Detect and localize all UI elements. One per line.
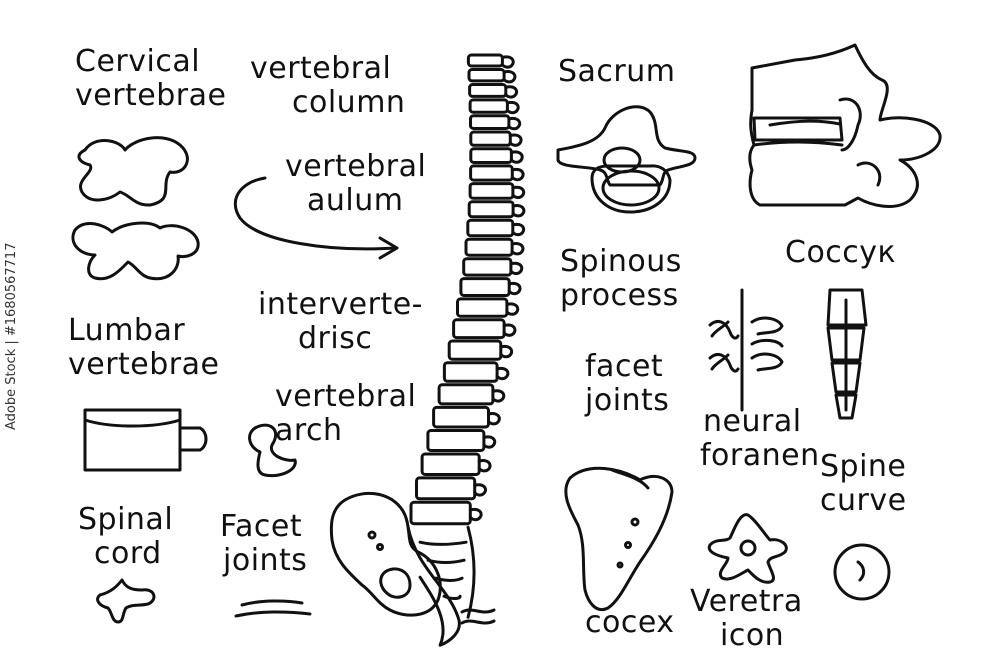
hip-bone-icon	[329, 491, 442, 617]
spinous-process-bump	[507, 116, 522, 131]
spinous-process-bump	[509, 261, 524, 276]
vertebra-segment	[468, 182, 515, 200]
curved-arrow-head	[378, 236, 399, 260]
vertebra-segment	[469, 130, 512, 147]
vertebra-segment	[447, 339, 503, 361]
vertebra-segment	[437, 383, 495, 406]
spinous-process-bump	[505, 100, 520, 115]
vertebra-segment	[464, 237, 514, 257]
ground-tilde-2	[460, 619, 496, 625]
vertebra-segment	[466, 218, 515, 238]
vertebra-segment	[468, 83, 508, 98]
vertebral-column-spine	[406, 53, 526, 647]
vertebra-segment	[459, 277, 511, 298]
vertebra-segment	[467, 200, 515, 219]
sacral-ridge	[434, 576, 464, 582]
spinal-cord-icon	[96, 578, 156, 624]
spinous-process-bump	[491, 389, 506, 403]
spinous-process-bump	[504, 85, 519, 99]
spinous-process-bump	[502, 323, 517, 337]
sacral-ridge	[442, 594, 462, 600]
spinous-process-bump	[508, 133, 523, 147]
vertebral-arch-icon	[248, 423, 297, 478]
spinous-process-bump	[510, 242, 525, 256]
vertebra-segment	[466, 53, 504, 68]
spinous-process-bump	[487, 412, 501, 426]
stock-watermark: Adobe Stock | #1680567717	[4, 242, 19, 430]
label-coccyx: Соссук	[785, 235, 897, 270]
cervical-vertebra-icon-1	[77, 136, 189, 207]
coccyx-icon	[826, 288, 868, 420]
facet-underline-2	[234, 610, 312, 618]
vertebra-segment	[426, 429, 486, 452]
vertebra-segment	[469, 147, 513, 165]
spinous-process-bump	[473, 483, 487, 497]
spinous-process-bump	[505, 302, 520, 316]
label-sacrum: Sacrum	[558, 54, 676, 89]
vertebra-segment	[452, 318, 506, 340]
spinous-process-bump	[511, 222, 526, 237]
spinous-process-bump	[507, 281, 522, 296]
ground-tilde-1	[460, 608, 496, 614]
vertebra-segment	[469, 114, 511, 130]
vertebra-segment	[456, 297, 509, 318]
spinous-process-bump	[468, 507, 483, 522]
vertebra-star-icon	[707, 513, 788, 584]
vertebra-segment	[415, 476, 477, 501]
vertebra-segment	[469, 164, 514, 182]
label-cocex: cocex	[585, 605, 675, 640]
facet-underline-1	[240, 599, 304, 607]
vertebra-segment	[420, 452, 481, 476]
sacrum-tail	[406, 525, 476, 647]
spinous-process-bump	[499, 344, 514, 359]
vertebra-segment	[462, 257, 513, 277]
vertebra-segment	[409, 500, 472, 526]
spinous-process-bump	[500, 55, 515, 69]
curved-arrow	[233, 176, 397, 251]
spinous-process-bump	[511, 204, 526, 218]
spinous-process-bump	[502, 70, 517, 84]
label-interverte-drisc: interverte-drisc	[258, 287, 423, 356]
vertebra-segment	[442, 361, 499, 383]
spinous-process-bump	[482, 435, 497, 449]
spinous-process-bump	[495, 366, 510, 381]
sacral-ridge	[426, 558, 466, 564]
vertebra-segment	[432, 405, 491, 429]
lumbar-side-view-icon	[748, 43, 942, 208]
cervical-vertebra-icon-2	[71, 221, 200, 281]
sacral-ridge	[418, 540, 468, 546]
spinous-process-bump	[510, 167, 525, 182]
neural-foramen-icon	[708, 288, 784, 412]
spinous-process-bump	[509, 150, 524, 164]
vertebra-segment	[467, 68, 506, 83]
sacrum-vertebra-icon	[556, 105, 697, 214]
lumbar-vertebra-icon	[83, 408, 208, 472]
spine-curve-icon	[833, 543, 891, 601]
cocex-bone-icon	[564, 466, 674, 611]
spinous-process-bump	[511, 185, 526, 200]
spinous-process-bump	[477, 459, 492, 473]
vertebra-segment	[468, 98, 509, 114]
